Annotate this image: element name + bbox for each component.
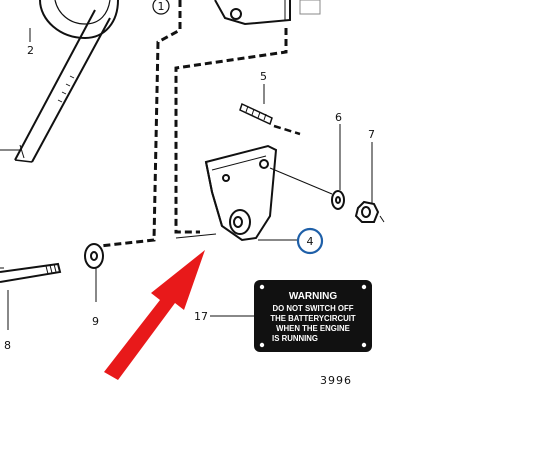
leader-lines <box>7 124 385 330</box>
top-bracket <box>214 0 321 26</box>
nut-part-7 <box>354 200 380 223</box>
warning-line-2: THE BATTERYCIRCUIT <box>270 314 356 323</box>
callout-9: 9 <box>92 315 99 328</box>
warning-plate: WARNING DO NOT SWITCH OFF THE BATTERYCIR… <box>254 280 372 352</box>
callout-5: 5 <box>260 70 267 83</box>
callout-6: 6 <box>335 111 342 124</box>
callout-8: 8 <box>4 339 11 352</box>
callout-17: 17 <box>194 310 208 323</box>
callout-7: 7 <box>368 128 375 141</box>
warning-line-3: WHEN THE ENGINE <box>276 324 350 333</box>
callout-4-highlighted: 4 <box>296 227 324 255</box>
stud-part-5 <box>239 84 273 126</box>
belt-teeth <box>57 75 75 103</box>
warning-line-4: IS RUNNING <box>272 334 318 343</box>
callout-2: 2 <box>27 44 34 57</box>
callout-1: 1 <box>152 0 170 15</box>
drawing-number: 3996 <box>320 374 352 387</box>
red-arrow-indicator <box>104 250 205 380</box>
warning-title: WARNING <box>289 291 338 302</box>
washer-part-9 <box>84 243 104 269</box>
bolt-part-8 <box>0 262 62 283</box>
warning-line-1: DO NOT SWITCH OFF <box>273 304 354 313</box>
dashed-boundary <box>99 0 301 248</box>
bracket-part-4 <box>204 144 278 242</box>
svg-text:4: 4 <box>307 235 314 248</box>
washer-part-6 <box>331 190 345 210</box>
pulley-assembly <box>0 0 119 163</box>
svg-text:1: 1 <box>158 0 165 13</box>
